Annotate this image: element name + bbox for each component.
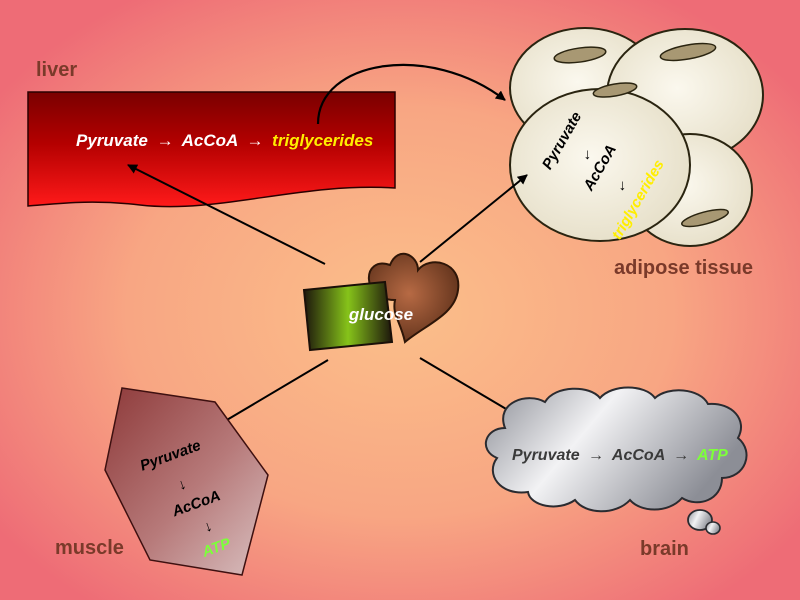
- glucose-to-muscle-arrow: [214, 359, 329, 428]
- brain-label: brain: [640, 538, 689, 560]
- muscle-label: muscle: [55, 537, 124, 559]
- liver-label: liver: [36, 59, 77, 81]
- liver-to-adipose-arrow: [316, 63, 506, 125]
- glucose-to-adipose-arrow: [419, 174, 528, 263]
- liver-pathway: Pyruvate → AcCoA → triglycerides: [76, 131, 373, 150]
- muscle-arrow-1: →: [174, 475, 195, 495]
- brain-arrow-2: →: [673, 447, 689, 464]
- muscle-shape: [104, 387, 269, 576]
- liver-arrow-2: →: [246, 131, 263, 150]
- adipose-arrow-2: →: [616, 179, 633, 194]
- liver-shape: [27, 91, 396, 208]
- liver-triglycerides: triglycerides: [272, 131, 373, 150]
- adipose-cells: [509, 27, 764, 247]
- adipose-label: adipose tissue: [614, 257, 753, 279]
- brain-pyruvate: Pyruvate: [512, 447, 580, 464]
- liver-accoa: AcCoA: [181, 131, 238, 150]
- liver-pyruvate: Pyruvate: [76, 131, 148, 150]
- glucose-label: glucose: [348, 305, 413, 324]
- glucose-to-liver-arrow: [127, 164, 326, 265]
- brain-pathway: Pyruvate → AcCoA → ATP: [512, 447, 728, 464]
- brain-accoa: AcCoA: [611, 447, 665, 464]
- adipose-arrow-1: →: [581, 148, 598, 163]
- liver-arrow-1: →: [157, 131, 174, 150]
- brain-cloud: [484, 386, 748, 535]
- brain-atp: ATP: [696, 447, 728, 464]
- muscle-arrow-2: →: [200, 517, 221, 537]
- glucose-heart-shape: [367, 252, 460, 344]
- glucose-block-shape: [302, 280, 394, 352]
- brain-arrow-1: →: [588, 447, 604, 464]
